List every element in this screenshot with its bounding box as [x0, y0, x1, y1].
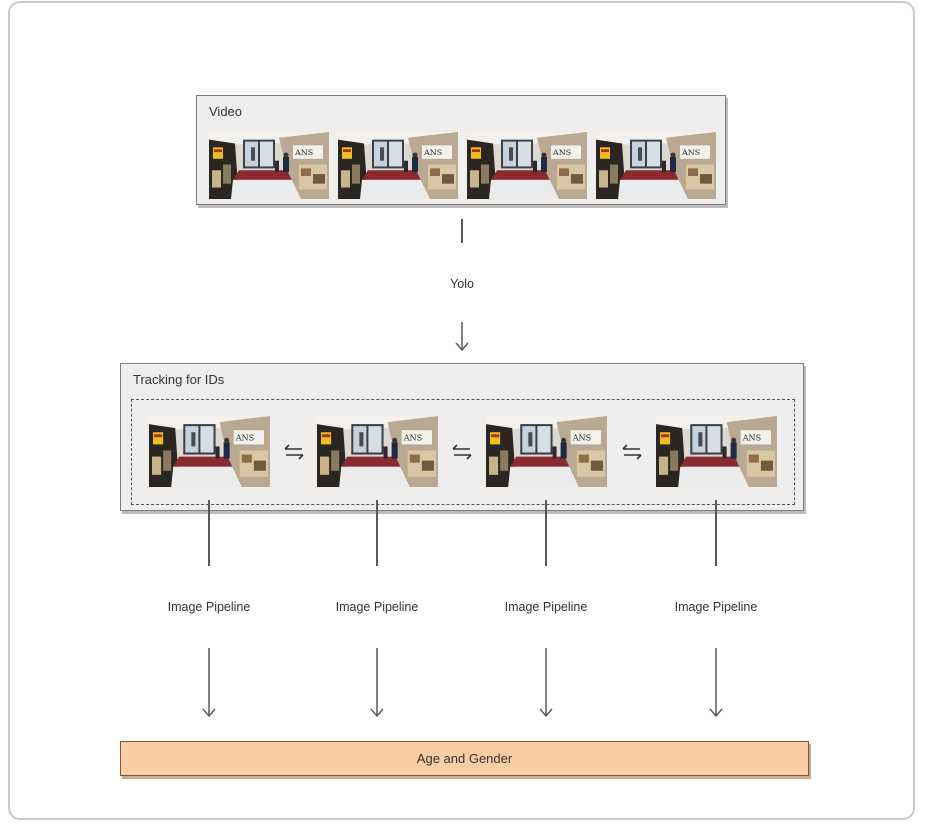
tracked-ids-group	[131, 399, 795, 505]
yolo-connector-top	[461, 219, 463, 243]
pipeline-1-connector-top	[208, 500, 210, 566]
tracked-frame-3	[486, 416, 607, 487]
video-frame-4	[596, 132, 716, 199]
video-box-title: Video	[209, 104, 243, 119]
swap-arrows-icon	[284, 444, 304, 460]
pipeline-1-label: Image Pipeline	[167, 600, 251, 614]
tracking-box: Tracking for IDs	[120, 363, 804, 511]
yolo-arrow-down	[455, 322, 469, 352]
pipeline-2-arrow-down	[370, 648, 384, 718]
pipeline-3-connector-top	[545, 500, 547, 566]
age-gender-box: Age and Gender	[120, 741, 809, 776]
pipeline-1-arrow-down	[202, 648, 216, 718]
pipeline-4-label: Image Pipeline	[674, 600, 758, 614]
video-box: Video	[196, 95, 726, 205]
pipeline-4-arrow-down	[709, 648, 723, 718]
tracking-box-title: Tracking for IDs	[133, 372, 225, 387]
swap-arrows-icon	[452, 444, 472, 460]
tracked-frame-4	[656, 416, 777, 487]
video-frame-1	[209, 132, 329, 199]
video-frame-2	[338, 132, 458, 199]
pipeline-2-label: Image Pipeline	[335, 600, 419, 614]
pipeline-2-connector-top	[376, 500, 378, 566]
tracked-frame-1	[149, 416, 270, 487]
pipeline-3-label: Image Pipeline	[504, 600, 588, 614]
pipeline-4-connector-top	[715, 500, 717, 566]
tracked-frame-2	[317, 416, 438, 487]
swap-arrows-icon	[622, 444, 642, 460]
pipeline-3-arrow-down	[539, 648, 553, 718]
age-gender-label: Age and Gender	[416, 751, 513, 766]
video-frame-3	[467, 132, 587, 199]
yolo-label: Yolo	[450, 277, 474, 291]
